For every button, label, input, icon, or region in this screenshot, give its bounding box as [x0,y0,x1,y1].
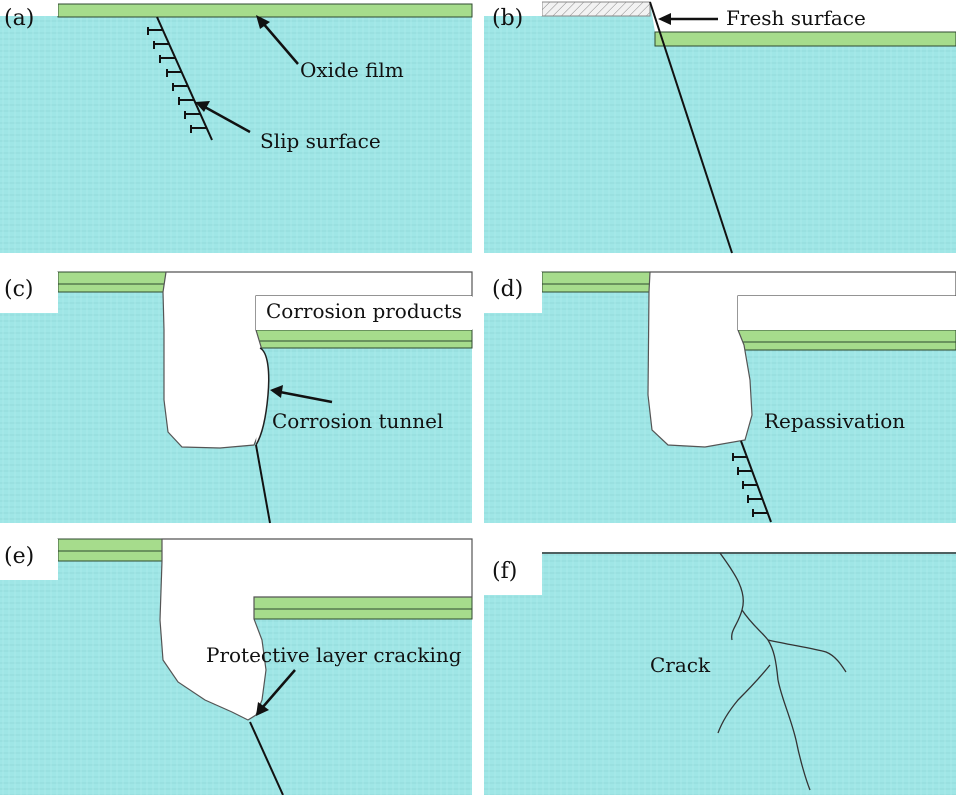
oxide-film-left [57,538,163,562]
panel-e: (e) Protective layer cracking [0,538,473,795]
oxide-film-right [737,329,956,351]
corrosion-pit [159,538,473,721]
metal-body [484,2,956,253]
oxide-film-right [253,596,473,620]
label-repassivation: Repassivation [764,409,905,433]
oxide-film [57,3,473,18]
panel-d: (d) Repassivation [484,271,956,523]
panel-tag-a: (a) [4,6,34,31]
arrow-corrosion-tunnel [270,385,333,404]
corrosion-tunnel [255,347,270,446]
hatched-film [541,1,651,17]
panel-tag-d: (d) [492,277,523,302]
oxide-film-left [541,271,651,293]
fresh-slip-line [649,1,733,254]
arrow-protective-layer-cracking [256,669,296,716]
panel-b: (b) Fresh surface [484,0,956,254]
arrow-fresh-surface [658,13,718,25]
slip-line [740,440,772,523]
panel-tag-b: (b) [492,6,523,31]
arrow-oxide-film [256,15,299,65]
tunnel-crack-line [255,444,271,524]
panel-f: (f) Crack [484,552,956,795]
label-slip-surface: Slip surface [260,129,381,153]
panel-a: (a) Oxide film Slip surface [0,0,473,253]
label-protective-layer-cracking: Protective layer cracking [206,643,462,667]
label-fresh-surface: Fresh surface [726,6,866,30]
slip-line [156,16,213,141]
panel-c: (c) Corrosion products Corrosion tunnel [0,271,473,524]
label-corrosion-tunnel: Corrosion tunnel [272,409,443,433]
protective-layer-crack-line [249,721,284,795]
crack-network [717,552,847,791]
metal-body [0,4,472,253]
metal-body [484,552,956,795]
oxide-film-right [255,329,473,349]
arrow-slip-surface [195,101,251,134]
oxide-film-left [57,271,167,293]
dislocation-marks [147,27,206,133]
oxide-film [654,31,956,47]
panel-tag-f: (f) [492,559,517,584]
label-oxide-film: Oxide film [300,58,404,82]
label-corrosion-products: Corrosion products [266,299,462,323]
panel-tag-e: (e) [4,544,34,569]
label-crack: Crack [650,653,711,677]
dislocation-marks [732,453,767,517]
panel-tag-c: (c) [4,277,34,302]
